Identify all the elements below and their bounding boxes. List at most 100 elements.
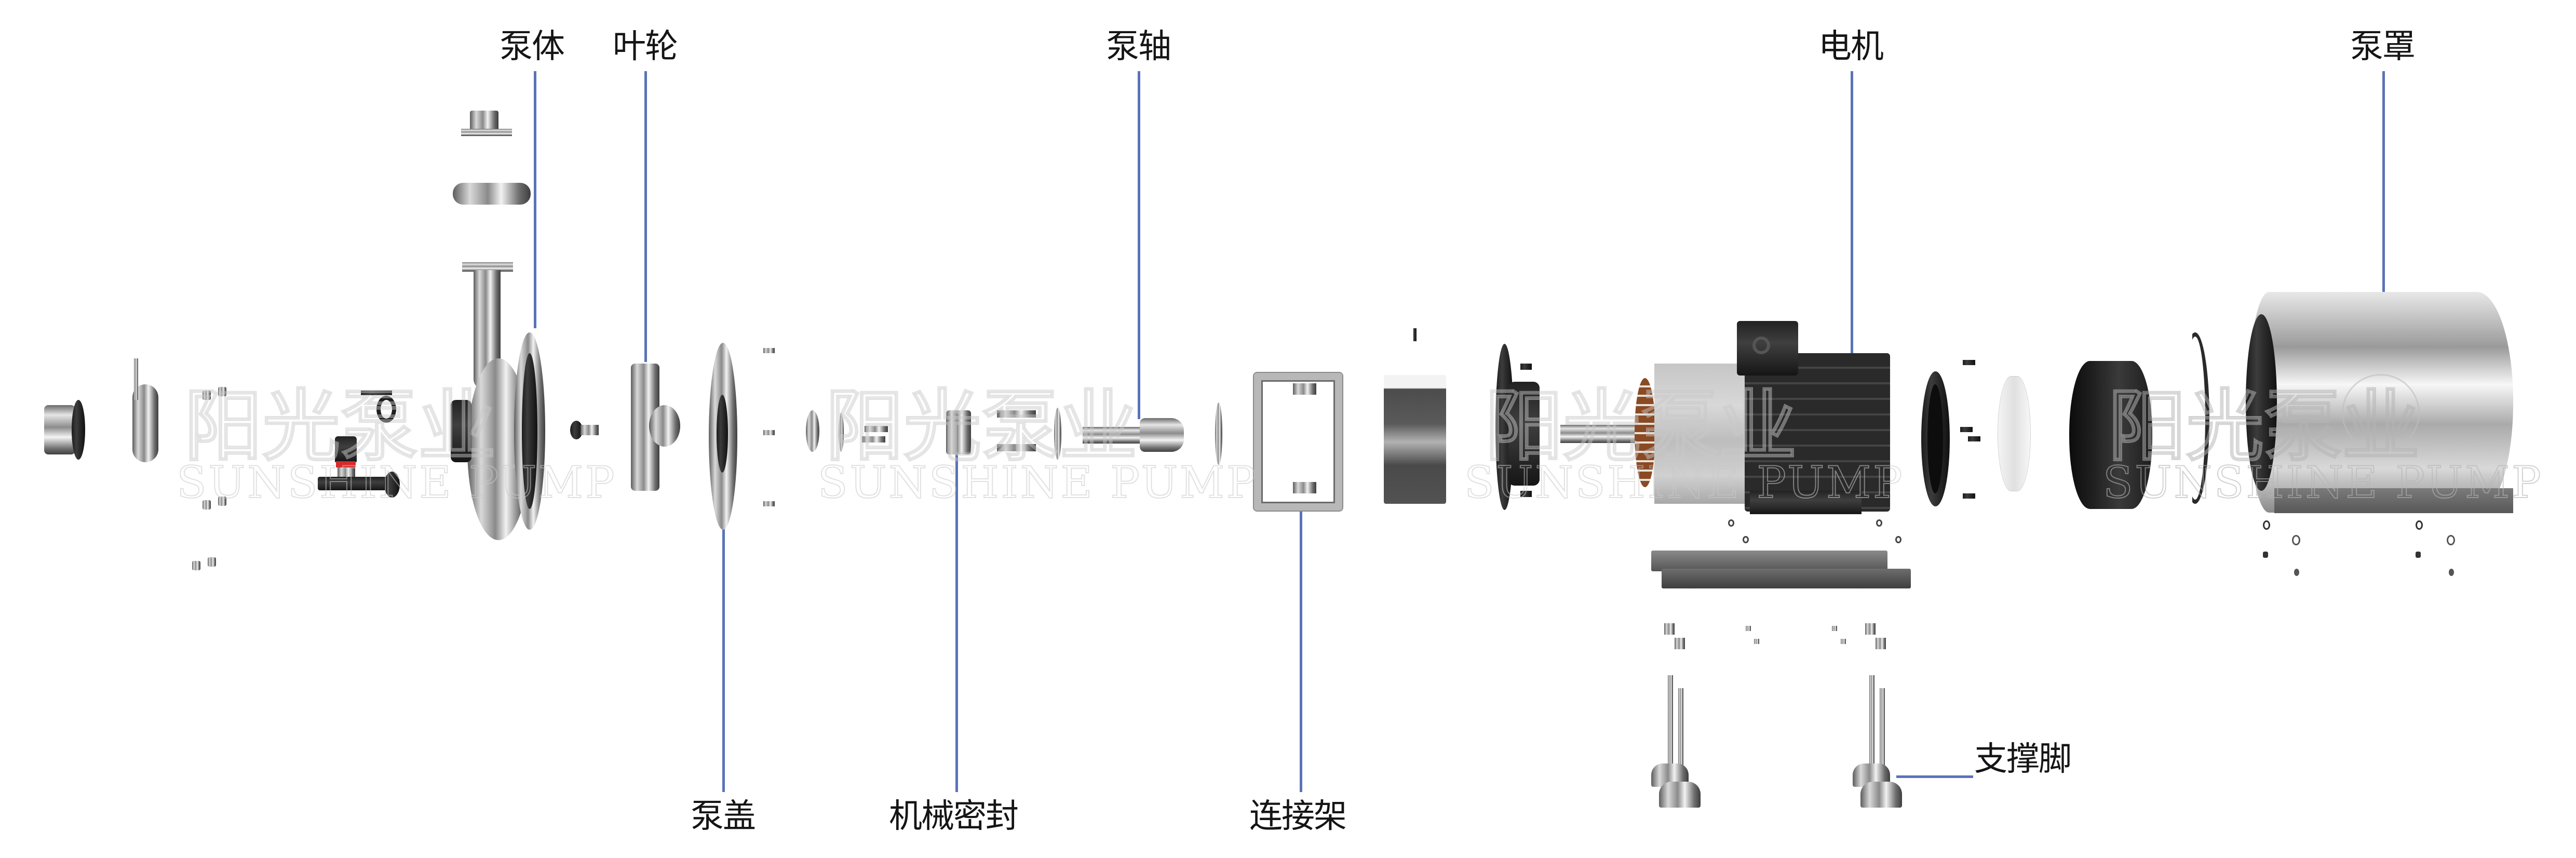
seal-bolt bbox=[997, 410, 1036, 418]
seal-pin bbox=[865, 426, 888, 432]
outlet-pipe-flange bbox=[462, 262, 513, 272]
shaft-guard bbox=[1384, 375, 1446, 504]
shroud-washer bbox=[2447, 535, 2455, 545]
seal-pin bbox=[862, 436, 885, 443]
connecting-frame bbox=[1254, 373, 1342, 511]
drain-clamp-bolt bbox=[361, 391, 392, 395]
motor-body bbox=[1745, 353, 1890, 512]
motor-flange-hub bbox=[1508, 382, 1540, 486]
impeller-hub bbox=[649, 405, 680, 447]
support-foot-stem bbox=[1668, 675, 1673, 774]
leader-line-pump-shaft bbox=[1138, 71, 1140, 419]
support-foot-stem bbox=[1678, 688, 1683, 792]
leader-line-mechanical-seal bbox=[955, 439, 958, 792]
cooling-fan bbox=[1998, 377, 2030, 491]
foot-nut bbox=[1754, 639, 1759, 644]
clamp-hinge-pin bbox=[134, 358, 138, 400]
inlet-ferrule bbox=[44, 405, 75, 454]
washer bbox=[1743, 536, 1749, 543]
nut bbox=[218, 497, 226, 506]
pump-body-inner bbox=[522, 353, 537, 509]
terminal-box-gland bbox=[1752, 337, 1770, 354]
pump-cover-inner bbox=[717, 395, 728, 473]
label-connecting-frame: 连接架 bbox=[1249, 797, 1347, 836]
leader-line-pump-body bbox=[534, 71, 536, 328]
foot-nut bbox=[1865, 623, 1876, 635]
nut bbox=[192, 561, 200, 570]
outlet-clamp bbox=[453, 183, 531, 205]
leader-line-connecting-frame bbox=[1300, 512, 1302, 792]
frame-bolt bbox=[1293, 383, 1316, 395]
support-foot-stem bbox=[1869, 675, 1874, 774]
label-pump-body: 泵体 bbox=[500, 28, 565, 66]
cover-bolt bbox=[763, 430, 775, 435]
motor-shaft bbox=[1560, 425, 1638, 443]
shroud-nut bbox=[2416, 552, 2421, 558]
label-pump-shaft: 泵轴 bbox=[1106, 28, 1171, 66]
pump-shaft-sleeve bbox=[1083, 427, 1142, 444]
end-shield-bolt bbox=[1963, 360, 1975, 365]
frame-gasket bbox=[1215, 403, 1222, 465]
base-rail-lower bbox=[1662, 569, 1911, 588]
label-motor: 电机 bbox=[1818, 28, 1884, 66]
guard-screw bbox=[1413, 328, 1417, 341]
shroud-nut bbox=[2449, 569, 2454, 576]
label-pump-cover: 泵盖 bbox=[691, 797, 756, 836]
shroud-nut bbox=[2294, 569, 2299, 576]
inlet-ferrule-rim bbox=[72, 400, 85, 460]
mechanical-seal bbox=[946, 410, 971, 454]
pump-shaft-collar bbox=[1140, 418, 1184, 452]
fan-cover bbox=[2069, 361, 2152, 509]
washer bbox=[1876, 519, 1882, 527]
foot-nut bbox=[1664, 623, 1675, 635]
shroud-nut bbox=[2263, 552, 2268, 558]
seal-ring bbox=[806, 410, 819, 452]
support-foot-base bbox=[1659, 782, 1701, 808]
motor-foot bbox=[1750, 491, 1862, 514]
foot-nut bbox=[1841, 639, 1846, 644]
foot-nut bbox=[1746, 626, 1751, 631]
motor-stator-winding bbox=[1635, 378, 1655, 487]
impeller-bolt bbox=[581, 425, 599, 435]
label-impeller: 叶轮 bbox=[613, 28, 678, 66]
foot-nut bbox=[1832, 626, 1837, 631]
label-support-feet: 支撑脚 bbox=[1974, 740, 2072, 779]
pump-shroud-skirt bbox=[2274, 488, 2513, 513]
outlet-ferrule-flange bbox=[461, 129, 512, 136]
shroud-washer bbox=[2292, 535, 2300, 545]
label-mechanical-seal: 机械密封 bbox=[889, 797, 1019, 836]
diaphragm-valve-pipe bbox=[318, 477, 393, 490]
cover-bolt bbox=[763, 348, 775, 353]
foot-nut bbox=[1675, 638, 1685, 649]
nut bbox=[203, 391, 211, 400]
shroud-washer bbox=[2416, 520, 2423, 530]
outlet-ferrule bbox=[470, 111, 498, 131]
watermark-logo-icon bbox=[2342, 374, 2420, 452]
shaft-gasket bbox=[1054, 408, 1061, 460]
foot-nut bbox=[1876, 638, 1886, 649]
leader-line-impeller bbox=[644, 71, 647, 362]
label-pump-shroud: 泵罩 bbox=[2350, 28, 2416, 66]
frame-bolt bbox=[1293, 482, 1316, 493]
leader-line-support-feet bbox=[1896, 775, 1973, 778]
nut bbox=[208, 557, 216, 567]
nut bbox=[203, 500, 211, 510]
rear-end-shield-inner bbox=[1927, 384, 1943, 493]
shroud-washer bbox=[2263, 520, 2270, 530]
leader-line-pump-cover bbox=[722, 519, 725, 792]
cover-bolt bbox=[763, 501, 775, 506]
end-shield-bolt bbox=[1968, 436, 1980, 441]
watermark-en: SUNSHINE PUMP bbox=[817, 457, 1258, 508]
diaphragm-valve-flange bbox=[384, 472, 400, 498]
nut bbox=[218, 387, 226, 396]
pump-body-inlet bbox=[451, 400, 471, 462]
diaphragm-valve-red-ring bbox=[336, 461, 356, 467]
watermark-cn: 阳光泵业 bbox=[825, 380, 1138, 473]
flange-bolt bbox=[1520, 491, 1532, 497]
washer bbox=[1895, 536, 1901, 543]
end-shield-bolt bbox=[1963, 493, 1975, 499]
washer bbox=[1728, 519, 1734, 527]
drain-clamp bbox=[376, 396, 396, 423]
flange-bolt bbox=[1520, 364, 1532, 370]
base-rail bbox=[1651, 551, 1887, 571]
